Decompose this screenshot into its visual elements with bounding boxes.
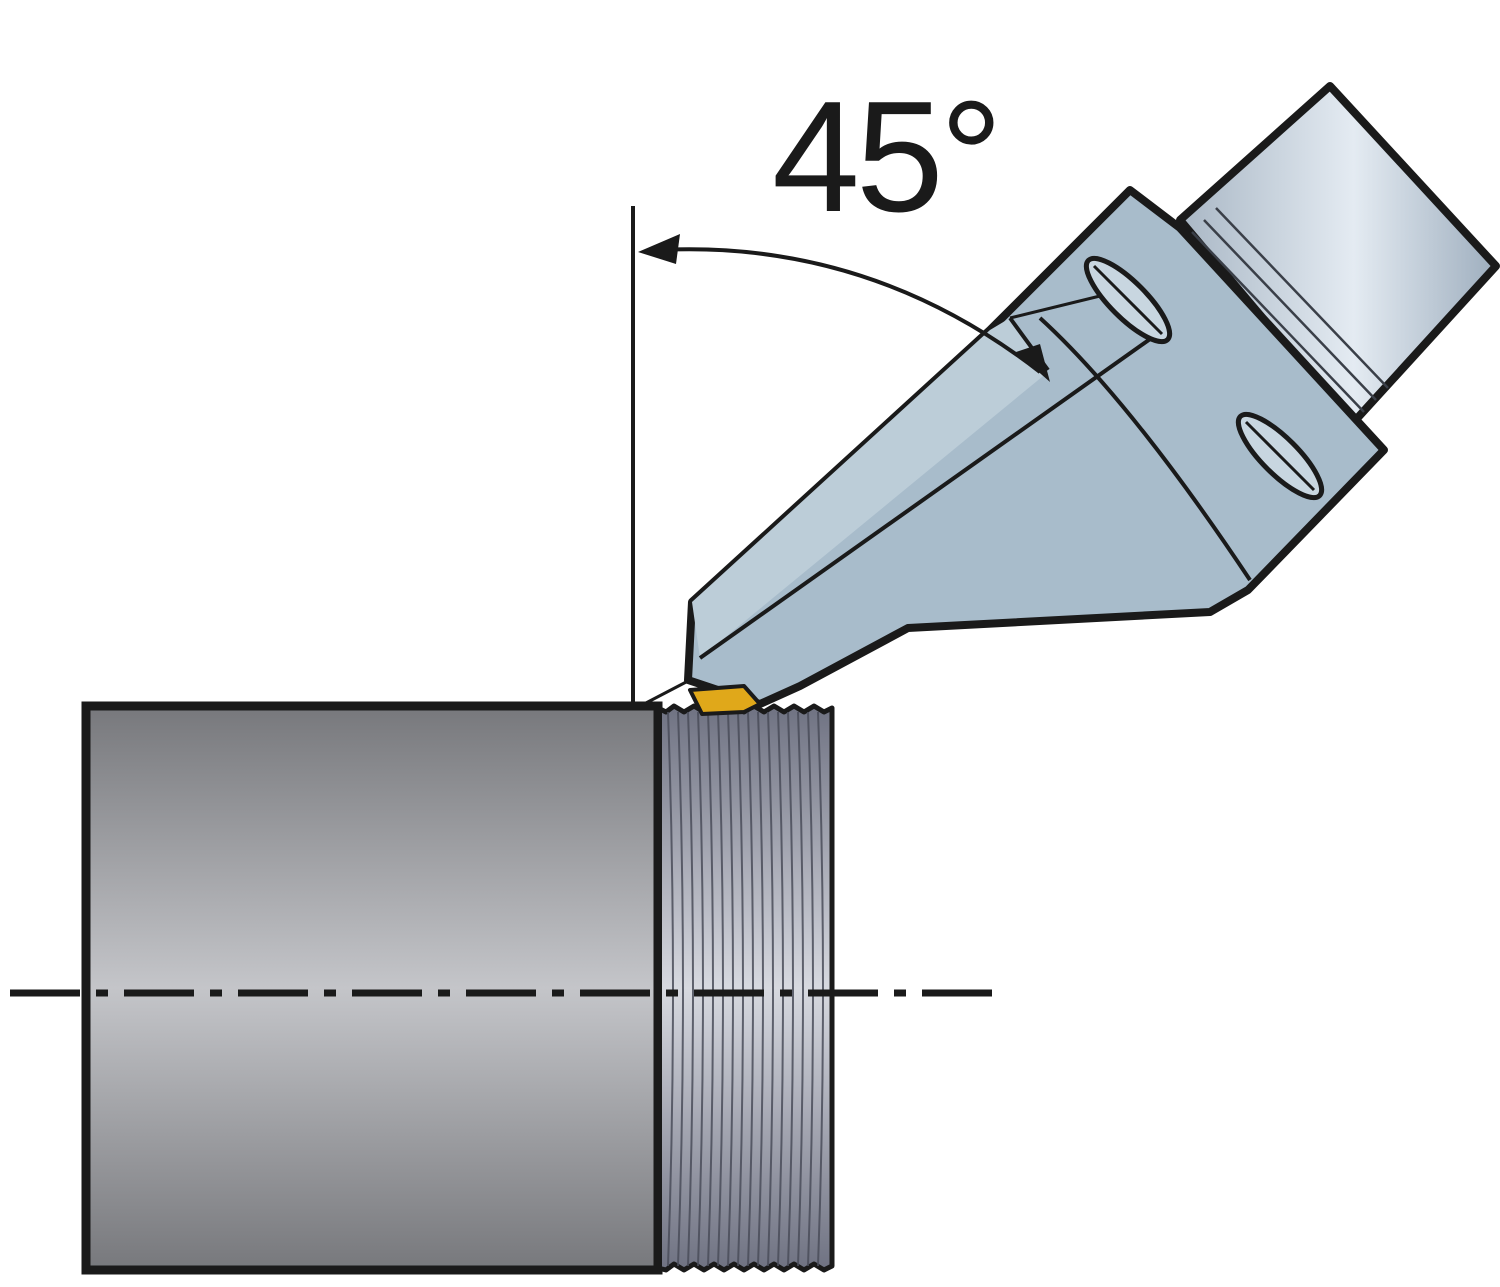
threaded-section — [654, 703, 835, 1273]
tool-holder-facet — [692, 318, 1048, 658]
thread-line — [687, 711, 694, 1267]
thread-line — [677, 711, 684, 1267]
thread-line — [767, 711, 774, 1267]
screw-icon — [1083, 255, 1173, 345]
thread-line — [797, 711, 804, 1267]
angle-label: 45° — [772, 69, 1003, 245]
cutting-insert — [688, 684, 762, 716]
arc-arrow-right — [1016, 344, 1050, 382]
workpiece-body — [81, 701, 663, 1275]
arc-arrow-left — [638, 234, 680, 264]
screw-icon — [1235, 411, 1325, 501]
angle-arc — [659, 247, 1042, 374]
shank-grooves — [1191, 207, 1389, 413]
tool-holder-edges — [643, 294, 1252, 706]
thread-line — [787, 711, 794, 1267]
